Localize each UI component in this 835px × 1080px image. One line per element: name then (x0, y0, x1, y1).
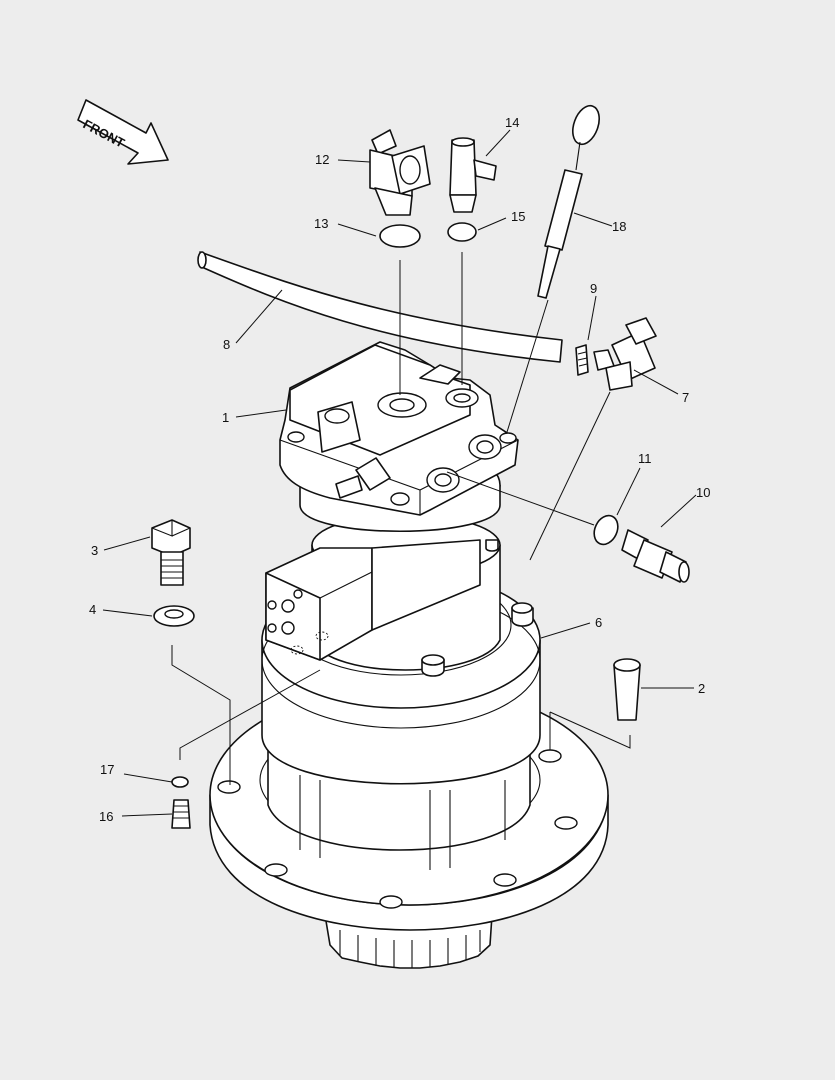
front-arrow: FRONT (77, 99, 169, 165)
elbow-fitting-12 (369, 129, 431, 216)
hose-clamp (575, 344, 589, 376)
callout-17: 17 (100, 762, 114, 777)
bolt-hole (264, 863, 288, 877)
callout-11: 11 (638, 451, 652, 466)
callout-7: 7 (682, 390, 689, 405)
dipstick (537, 104, 600, 299)
callout-4: 4 (89, 602, 96, 617)
callout-13: 13 (314, 216, 328, 231)
callout-3: 3 (91, 543, 98, 558)
callout-leaders (102, 129, 697, 817)
o-ring-13 (379, 224, 421, 248)
callout-10: 10 (696, 485, 710, 500)
callout-6: 6 (595, 615, 602, 630)
seal-17 (171, 776, 189, 788)
plug-16 (171, 799, 191, 829)
callout-9: 9 (590, 281, 597, 296)
callout-16: 16 (99, 809, 113, 824)
callout-14: 14 (505, 115, 519, 130)
assembly-lines (171, 252, 631, 785)
drain-hose (197, 251, 563, 363)
callout-12: 12 (315, 152, 329, 167)
o-ring-15 (447, 222, 477, 242)
bolt-hole (554, 816, 578, 830)
elbow-fitting-7 (593, 317, 657, 391)
callout-8: 8 (223, 337, 230, 352)
o-ring-11 (593, 514, 619, 546)
callout-1: 1 (222, 410, 229, 425)
pin-2 (613, 658, 641, 721)
tee-fitting-14 (449, 137, 497, 213)
callout-15: 15 (511, 209, 525, 224)
bolt-hole (217, 780, 241, 794)
callout-2: 2 (698, 681, 705, 696)
bolt-hole (538, 749, 562, 763)
connector-10 (621, 529, 690, 583)
bolt-3 (151, 519, 191, 586)
bolt-hole (493, 873, 517, 887)
bolt-hole (379, 895, 403, 909)
relief-valve-block (265, 539, 481, 661)
callout-18: 18 (612, 219, 626, 234)
valve-cover (279, 341, 519, 532)
